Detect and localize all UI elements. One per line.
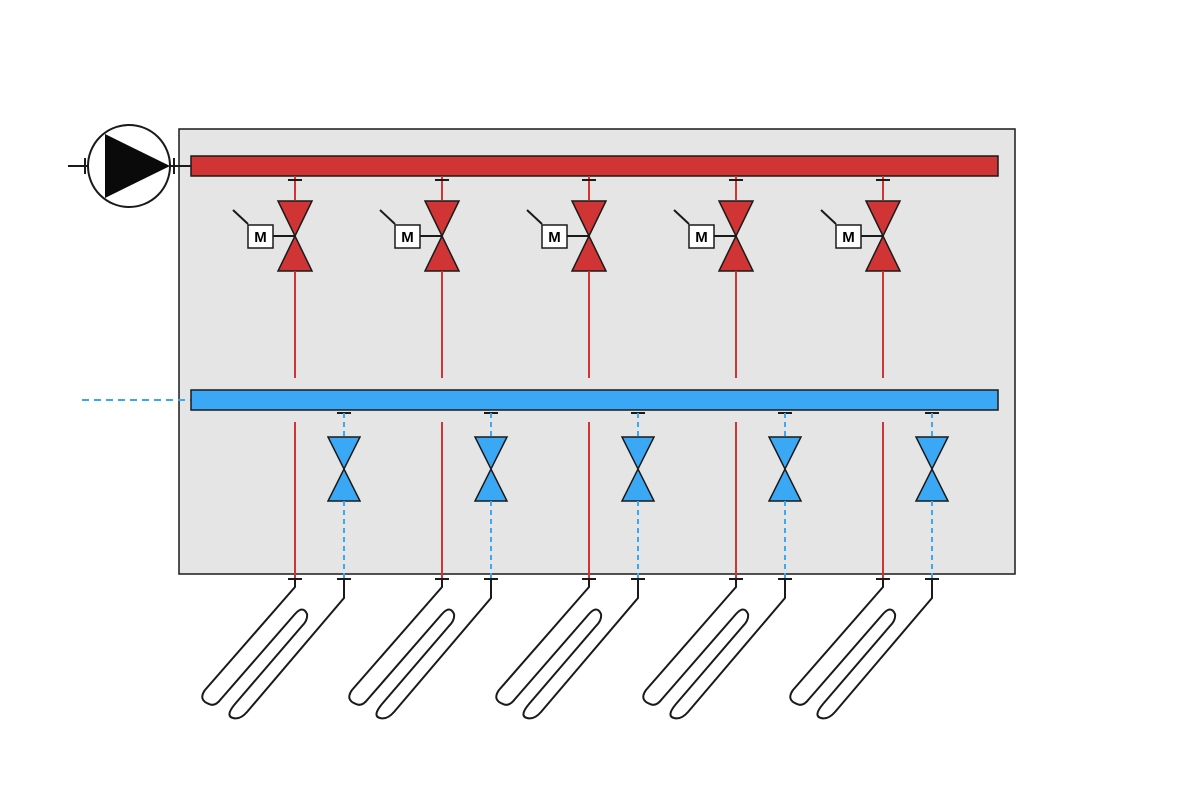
balancing-valve-icon (767, 436, 803, 471)
pump-icon (68, 124, 191, 208)
actuator-box (835, 224, 862, 249)
floor-heating-loop-icon (348, 579, 492, 720)
circuit-1: M (201, 176, 362, 720)
motorized-valve-icon (423, 200, 461, 238)
balancing-valve-icon (620, 436, 656, 471)
manifold-cabinet (178, 128, 1016, 575)
actuator-cable (526, 209, 543, 225)
actuator-cable (673, 209, 690, 225)
circuit-2: M (348, 176, 509, 720)
actuator-cable (232, 209, 249, 225)
floor-heating-loop-icon (642, 579, 786, 720)
actuator-label: M (401, 229, 414, 246)
actuator-box (688, 224, 715, 249)
floor-heating-loop-icon (201, 579, 345, 720)
actuator-label: M (695, 229, 708, 246)
actuator-cable (820, 209, 837, 225)
actuator-cable (379, 209, 396, 225)
balancing-valve-icon (914, 436, 950, 471)
actuator-label: M (548, 229, 561, 246)
circuit-4: M (642, 176, 803, 720)
actuator-label: M (254, 229, 267, 246)
actuator-box (394, 224, 421, 249)
balancing-valve-icon (326, 436, 362, 471)
actuator-box (541, 224, 568, 249)
circuit-3: M (495, 176, 656, 720)
circuit-5: M (789, 176, 950, 720)
actuator-label: M (842, 229, 855, 246)
actuator-box (247, 224, 274, 249)
supply-manifold (190, 155, 999, 177)
motorized-valve-icon (570, 200, 608, 238)
floor-heating-loop-icon (495, 579, 639, 720)
floor-heating-loop-icon (789, 579, 933, 720)
balancing-valve-icon (473, 436, 509, 471)
return-manifold (190, 389, 999, 411)
motorized-valve-icon (717, 200, 755, 238)
motorized-valve-icon (276, 200, 314, 238)
motorized-valve-icon (864, 200, 902, 238)
